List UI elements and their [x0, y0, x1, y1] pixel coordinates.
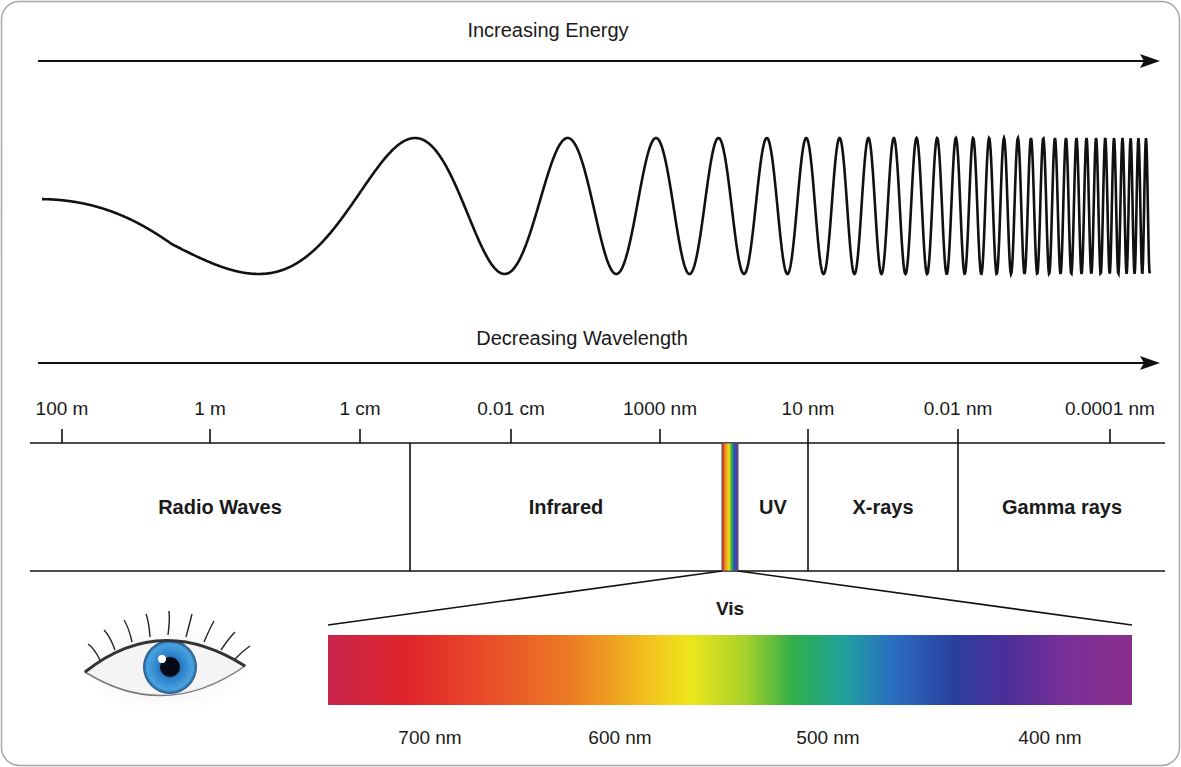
scale-axis [30, 429, 1165, 443]
wavelength-arrow [38, 356, 1160, 370]
wavelength-label: 700 nm [398, 727, 461, 750]
tick-label: 0.01 nm [924, 398, 993, 421]
axis-title: Decreasing Wavelength [476, 326, 688, 350]
uv-band: UV [740, 446, 806, 568]
tick-label: 0.0001 nm [1065, 398, 1155, 421]
wave [42, 138, 1150, 274]
tick-label: 1 cm [339, 398, 380, 421]
band-label: Gamma rays [1002, 495, 1122, 519]
band-label: Radio Waves [158, 495, 282, 519]
xray-band: X-rays [810, 446, 956, 568]
tick-label: 0.01 cm [477, 398, 545, 421]
wavelength-label: 400 nm [1018, 727, 1081, 750]
band-heading: Vis [716, 598, 744, 621]
visible-gradient [328, 635, 1132, 705]
tick-label: 1 m [194, 398, 226, 421]
visible-strip [722, 443, 738, 571]
eye-icon [70, 611, 260, 720]
infrared-band: Infrared [412, 446, 720, 568]
tick-label: 1000 nm [623, 398, 697, 421]
band-label: UV [759, 495, 787, 519]
visible-band: Vis [328, 598, 1132, 705]
energy-arrow [38, 54, 1160, 68]
band-label: X-rays [852, 495, 913, 519]
gamma-band: Gamma rays [960, 446, 1164, 568]
band-label: Infrared [529, 495, 603, 519]
tick-label: 10 nm [782, 398, 835, 421]
zoom-lines [328, 571, 1132, 625]
radio-band: Radio Waves [32, 446, 408, 568]
band-lines [30, 443, 1165, 571]
axis-title: Increasing Energy [467, 18, 628, 42]
tick-label: 100 m [36, 398, 89, 421]
wavelength-label: 600 nm [588, 727, 651, 750]
wavelength-label: 500 nm [796, 727, 859, 750]
